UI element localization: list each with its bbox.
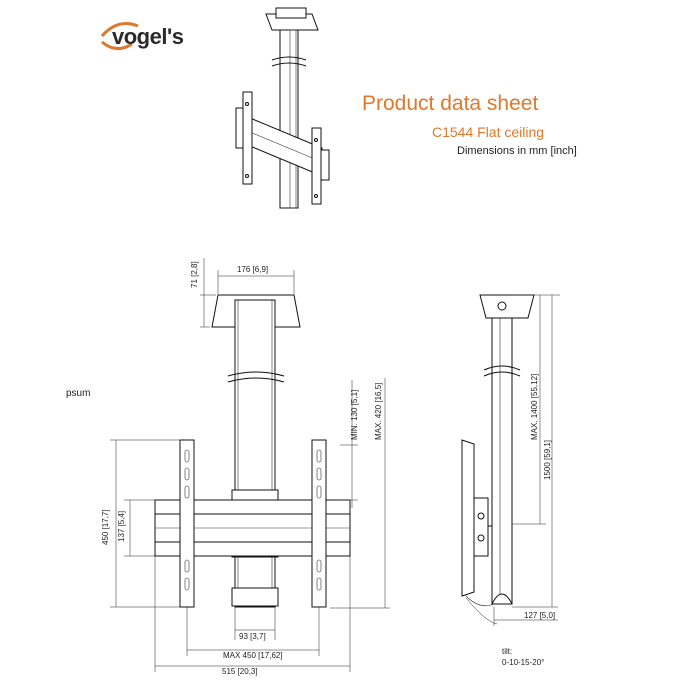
stray-text: psum: [66, 388, 91, 399]
brand-name: vogel's: [112, 24, 184, 49]
front-view: 176 [6,9] 71 [2,8] MIN. 130 [5,1] MAX. 4…: [101, 258, 390, 676]
dim-bar-gap: 93 [3,7]: [239, 632, 266, 641]
dim-side-depth: 127 [5,0]: [524, 611, 555, 620]
isometric-product-sketch: [235, 7, 330, 209]
dim-min-length: MIN. 130 [5,1]: [350, 390, 359, 440]
vogels-logo: vogel's: [98, 14, 218, 56]
dim-plate-height: 450 [17,7]: [101, 509, 110, 545]
dim-bar-height: 137 [5,4]: [117, 511, 126, 542]
page-title: Product data sheet: [362, 92, 539, 115]
dim-total-width: 515 [20,3]: [222, 667, 258, 676]
dim-top-height: 71 [2,8]: [190, 261, 199, 288]
dim-max-length: MAX. 420 [16,5]: [374, 383, 383, 440]
tilt-values: 0-10-15-20°: [502, 658, 544, 667]
side-view: MAX. 1400 [55,12] 1500 [59,1] 127 [5,0] …: [461, 294, 560, 667]
logo-mark-icon: [100, 22, 139, 50]
tilt-label: tilt:: [502, 647, 512, 656]
dim-side-total: 1500 [59,1]: [543, 440, 552, 480]
product-subtitle: C1544 Flat ceiling: [432, 124, 545, 140]
dim-side-max: MAX. 1400 [55,12]: [530, 374, 539, 440]
units-note: Dimensions in mm [inch]: [457, 145, 577, 157]
dim-top-width: 176 [6,9]: [237, 265, 268, 274]
dim-max-width: MAX 450 [17,62]: [223, 651, 283, 660]
